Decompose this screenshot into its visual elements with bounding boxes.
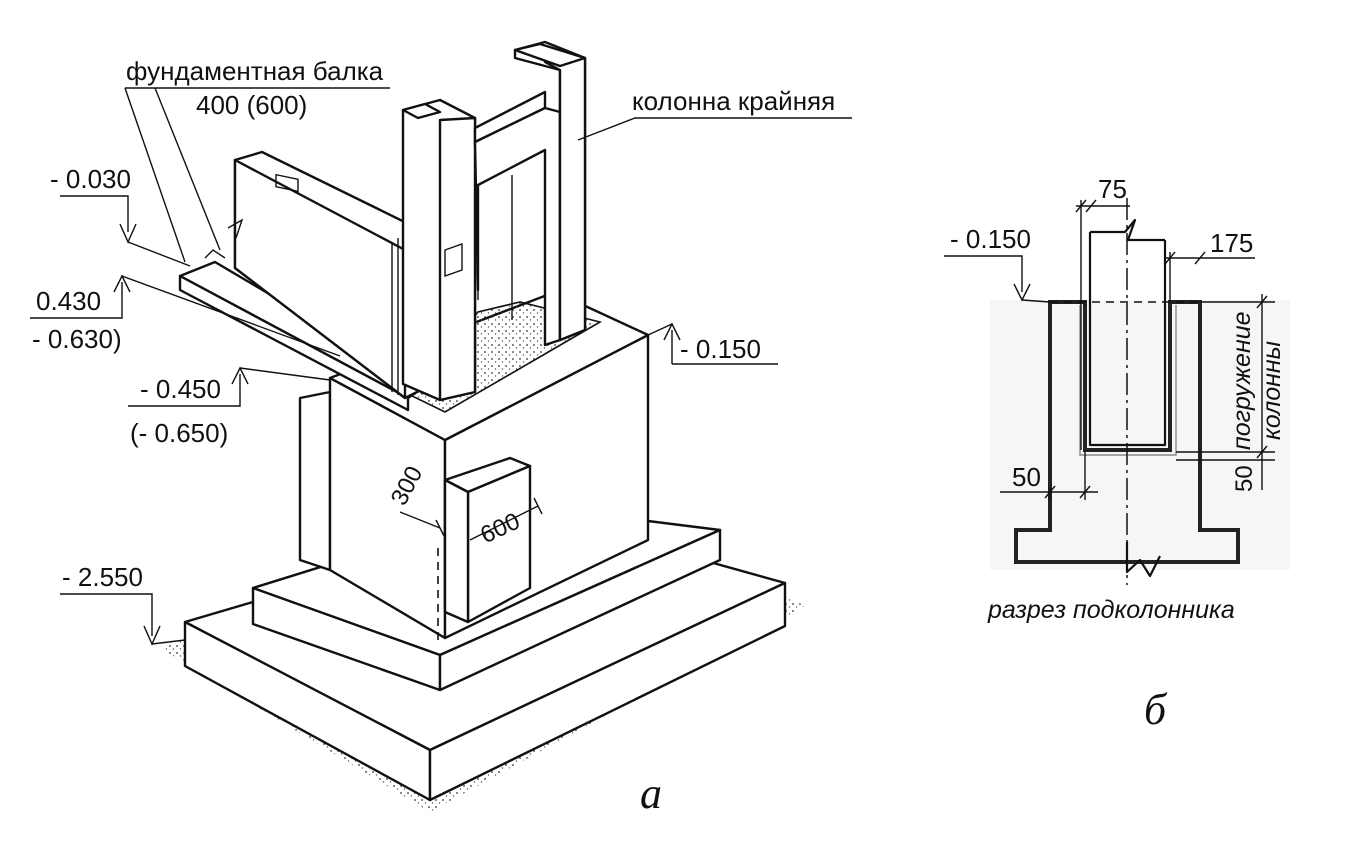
level-label-minus-0150-b: - 0.150: [950, 224, 1031, 254]
level-label-0430: 0.430: [36, 286, 101, 316]
level-marker-minus-0150-a: - 0.150: [647, 322, 778, 365]
foundation-beam: [178, 150, 427, 412]
level-marker-0430: 0.430 - 0.630): [30, 274, 341, 357]
level-marker-minus-0030: - 0.030: [50, 164, 191, 267]
foundation-beam-callout: фундаментная балка 400 (600): [124, 56, 390, 263]
edge-column: [401, 40, 587, 402]
foundation-beam-label: фундаментная балка: [126, 56, 384, 86]
level-label-minus-0650: (- 0.650): [130, 418, 228, 448]
column-embedment-dim: погружение колонны 50: [1176, 294, 1286, 492]
pedestal-section-view: 75 175 - 0.150 погружение колонны: [944, 174, 1290, 734]
level-label-minus-0150-a: - 0.150: [680, 334, 761, 364]
level-label-minus-0030: - 0.030: [50, 164, 131, 194]
level-label-minus-0630: - 0.630): [32, 324, 122, 354]
dim-175-label: 175: [1210, 228, 1253, 258]
isometric-foundation-view: фундаментная балка 400 (600) колонна кра…: [30, 40, 852, 818]
embedment-label-line2: колонны: [1258, 341, 1286, 440]
pedestal-projection-block: [443, 456, 532, 624]
figure-b-letter: б: [1144, 685, 1168, 734]
figure-a-letter: а: [640, 769, 662, 818]
dim-50-right-label: 50: [1231, 465, 1258, 492]
level-marker-minus-2550: - 2.550: [60, 562, 186, 646]
dim-175: 175: [1164, 228, 1255, 302]
dim-75-label: 75: [1098, 174, 1127, 204]
embedment-label-line1: погружение: [1228, 311, 1256, 450]
level-marker-minus-0450: - 0.450 (- 0.650): [128, 366, 331, 448]
dim-50-left-label: 50: [1012, 462, 1041, 492]
column-callout: колонна крайняя: [577, 86, 852, 141]
dim-50-left: 50: [1000, 450, 1098, 500]
section-caption: разрез подколонника: [987, 596, 1235, 624]
column-label: колонна крайняя: [632, 86, 835, 116]
level-marker-minus-0150-b: - 0.150: [944, 224, 1051, 303]
beam-size-label: 400 (600): [196, 90, 307, 120]
level-label-minus-0450: - 0.450: [140, 374, 221, 404]
dim-75: 75: [1075, 174, 1130, 450]
level-label-minus-2550: - 2.550: [62, 562, 143, 592]
